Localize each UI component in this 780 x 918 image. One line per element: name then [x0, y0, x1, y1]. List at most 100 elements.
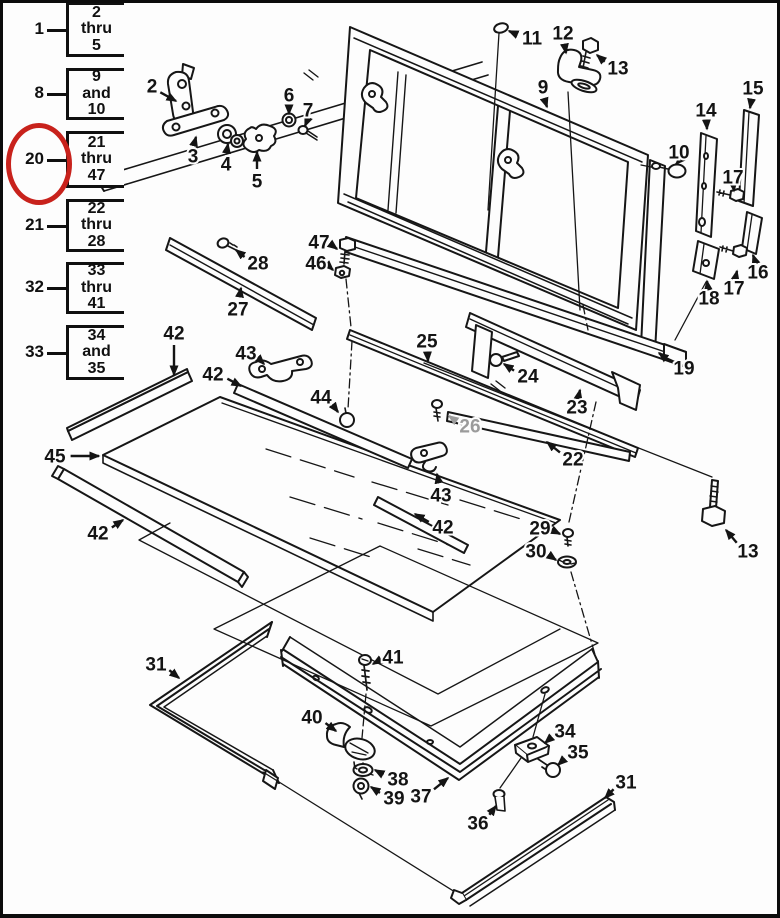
- index-box-line: thru: [80, 216, 113, 234]
- index-box-line: thru: [80, 150, 113, 168]
- index-ref-tick: [47, 93, 66, 96]
- callout-label-38: 38: [387, 770, 408, 791]
- index-box-line: 35: [87, 359, 106, 377]
- part-41-screw: [358, 654, 372, 691]
- callout-label-43: 43: [430, 486, 451, 507]
- callout-arrow-39: [369, 785, 382, 796]
- callout-arrow-37: [433, 777, 450, 791]
- callout-arrow-17: [730, 269, 740, 282]
- callout-label-16: 16: [747, 263, 768, 284]
- part-24-bolt: [489, 351, 520, 367]
- callout-arrow-30: [545, 550, 558, 561]
- rail-25: [346, 329, 639, 458]
- callout-label-23: 23: [566, 398, 587, 419]
- callout-arrow-28: [234, 249, 247, 260]
- callout-label-36: 36: [467, 814, 488, 835]
- callout-arrow-36: [486, 804, 497, 817]
- callout-label-12: 12: [552, 24, 573, 45]
- index-box-line: 47: [87, 166, 106, 184]
- callout-label-41: 41: [382, 648, 404, 669]
- part-17-bolt-lower: [719, 244, 748, 258]
- callout-label-24: 24: [517, 367, 539, 388]
- part-4-washers: [217, 124, 244, 148]
- callout-label-42: 42: [163, 324, 184, 345]
- corner-molding-31-left: [149, 621, 280, 790]
- callout-arrow-9: [539, 96, 549, 109]
- callout-arrow-18: [703, 279, 713, 292]
- part-47-bolt: [339, 237, 356, 265]
- part-2-hinge-bracket: [166, 63, 195, 124]
- callout-arrow-31: [168, 668, 181, 679]
- part-14-plate: [695, 132, 718, 238]
- index-box-line: 10: [87, 101, 106, 119]
- callout-arrow-11: [507, 29, 520, 39]
- callout-label-30: 30: [525, 542, 546, 563]
- part-43-clamp-upper: [248, 354, 313, 383]
- callout-label-11: 11: [522, 29, 543, 50]
- callout-arrow-44: [328, 401, 339, 414]
- glass-pane: [102, 396, 561, 622]
- callout-label-10: 10: [668, 143, 689, 164]
- part-29-screw: [562, 528, 574, 547]
- index-ref-21: 21: [25, 214, 44, 234]
- callout-arrow-42: [413, 512, 430, 523]
- callout-arrow-29: [549, 525, 562, 536]
- callout-label-42: 42: [432, 518, 453, 539]
- callout-label-47: 47: [308, 233, 329, 254]
- callout-label-18: 18: [698, 289, 719, 310]
- part-39-nut: [352, 777, 370, 800]
- callout-label-13: 13: [607, 59, 628, 80]
- seal-outline: [138, 522, 561, 695]
- retainer-strips-42: [51, 368, 469, 588]
- rail-23: [465, 312, 641, 411]
- index-box-line: 2: [92, 3, 101, 21]
- callout-label-46: 46: [305, 254, 326, 275]
- lower-panel-outline: [213, 545, 599, 727]
- part-11-pin: [493, 22, 509, 34]
- callout-arrow-2: [159, 91, 178, 103]
- part-3-arm: [161, 104, 230, 137]
- index-ref-33: 33: [25, 341, 44, 361]
- part-15-bar: [738, 109, 760, 207]
- callout-arrow-43: [434, 472, 444, 485]
- index-ref-tick: [47, 351, 66, 355]
- part-5-clamp: [242, 123, 277, 153]
- bottom-frame-37: [280, 636, 602, 781]
- index-box-line: 21: [87, 133, 106, 151]
- index-ref-32: 32: [25, 277, 44, 296]
- sash-latch-hooks: [360, 82, 525, 179]
- index-box-line: 28: [87, 232, 106, 250]
- callout-arrow-34: [543, 733, 556, 744]
- callout-label-31: 31: [145, 655, 167, 676]
- callout-label-44: 44: [310, 388, 332, 409]
- index-box-line: 34: [87, 326, 106, 344]
- callout-label-19: 19: [673, 359, 694, 380]
- callout-label-4: 4: [221, 155, 232, 176]
- part-30-washer: [557, 555, 577, 569]
- index-box-line: thru: [80, 20, 113, 38]
- callout-label-34: 34: [554, 722, 576, 743]
- callout-arrow-16: [751, 253, 761, 266]
- callout-label-39: 39: [383, 789, 404, 810]
- callout-arrow-38: [373, 768, 386, 779]
- index-box-line: 33: [87, 262, 106, 280]
- callout-arrow-43: [254, 354, 266, 366]
- callout-label-7: 7: [303, 101, 314, 122]
- part-13-top-bolt: [580, 37, 599, 69]
- callout-label-5: 5: [252, 172, 263, 193]
- index-box-line: and: [82, 84, 111, 102]
- callout-label-43: 43: [235, 344, 256, 365]
- callout-arrow-22: [545, 441, 561, 454]
- callout-label-2: 2: [147, 77, 158, 98]
- rail-22: [446, 411, 631, 462]
- callout-arrow-15: [747, 97, 757, 110]
- index-ref-1: 1: [34, 18, 44, 38]
